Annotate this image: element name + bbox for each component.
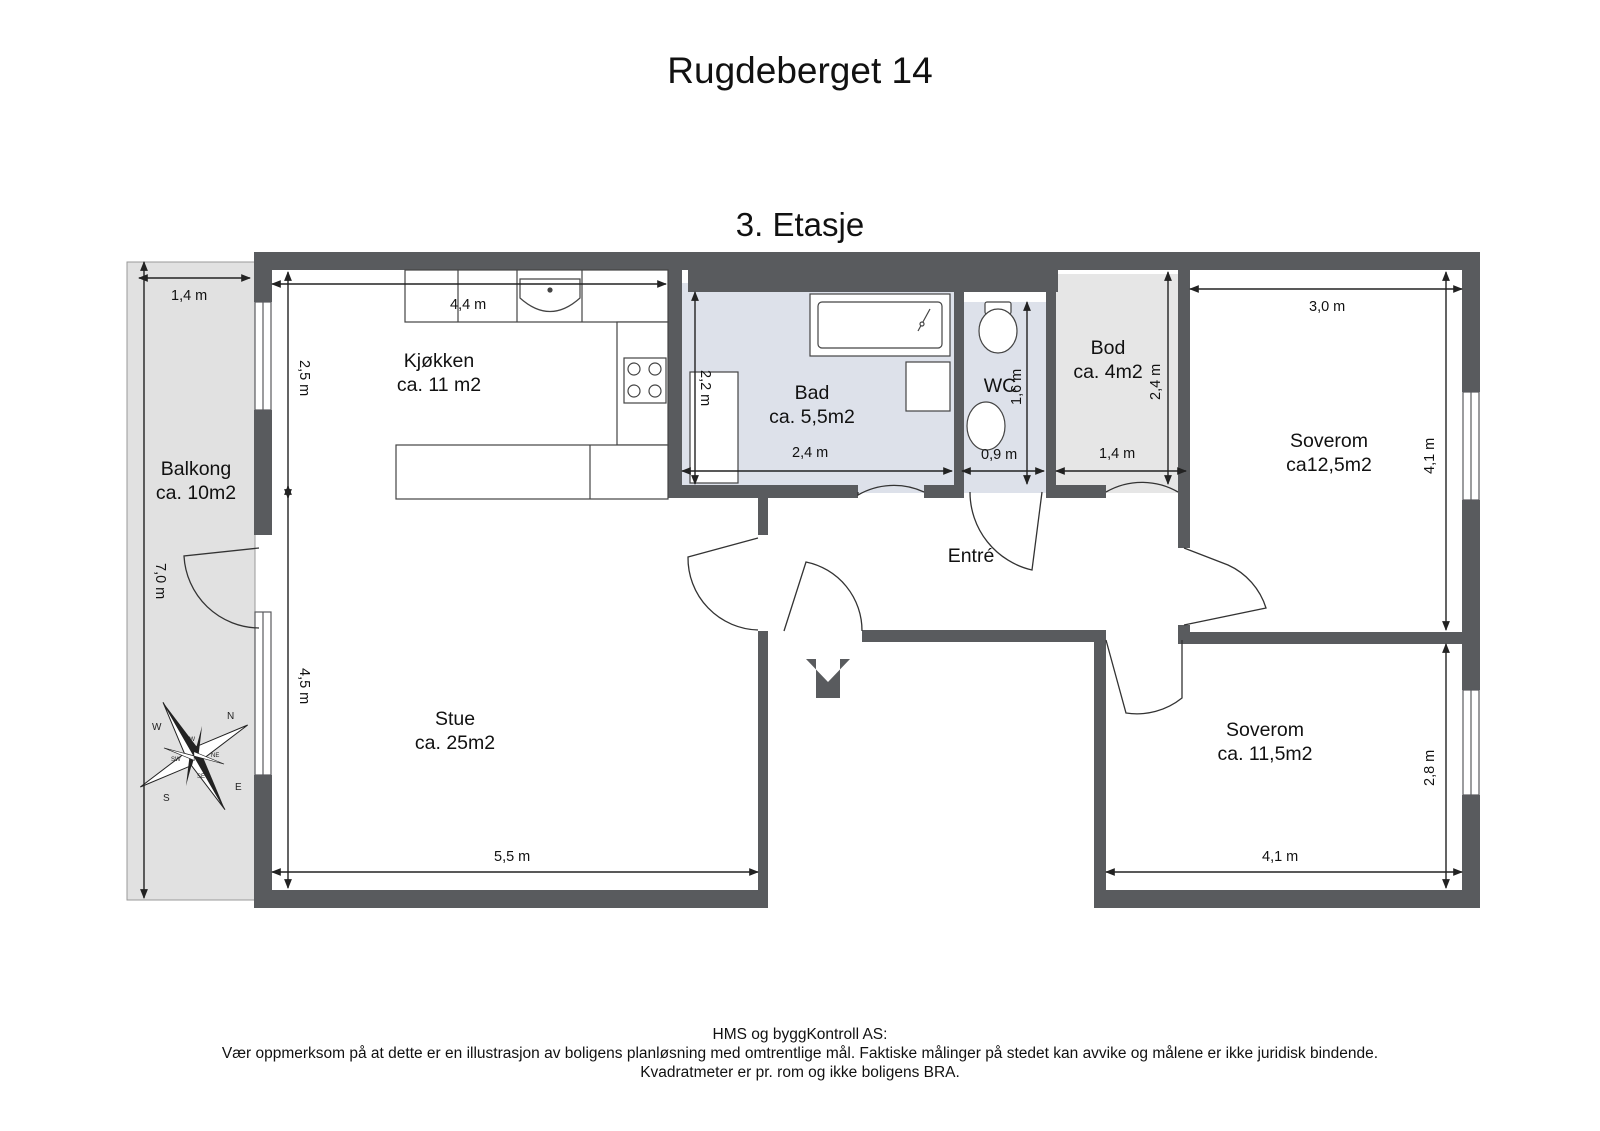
dim-balcony-length: 7,0 m (152, 563, 168, 599)
wc-fixtures (966, 301, 1018, 451)
room-bedroom2-area: ca. 11,5m2 (1217, 743, 1312, 765)
disclaimer-text: Vær oppmerksom på at dette er en illustr… (221, 1045, 1379, 1062)
compass-n: N (227, 711, 234, 722)
disclaimer-note: Kvadratmeter er pr. rom og ikke boligens… (640, 1064, 960, 1081)
compass-icon (140, 702, 248, 810)
room-living-name: Stue (435, 708, 475, 730)
room-bedroom1-name: Soverom (1290, 430, 1368, 452)
doors (183, 481, 1267, 715)
page-title: Rugdeberget 14 (667, 50, 933, 91)
dim-bed1-depth: 4,1 m (1422, 438, 1438, 474)
dim-balcony-width: 1,4 m (171, 288, 207, 304)
dim-wc-depth: 1,6 m (1009, 369, 1025, 405)
dim-storage-depth: 2,4 m (1148, 364, 1164, 400)
room-kitchen-area: ca. 11 m2 (397, 374, 481, 396)
room-storage-area: ca. 4m2 (1073, 361, 1142, 383)
disclaimer-company: HMS og byggKontroll AS: (712, 1026, 888, 1043)
dim-kitchen-width: 4,4 m (450, 297, 486, 313)
dim-bath-depth: 2,2 m (697, 370, 713, 406)
room-living-area: ca. 25m2 (415, 732, 495, 754)
walls (254, 252, 1480, 908)
dim-wc-width: 0,9 m (981, 447, 1017, 463)
dim-bed1-width: 3,0 m (1309, 299, 1345, 315)
entrance-arrow-icon (806, 659, 850, 698)
room-balcony-name: Balkong (161, 458, 231, 480)
dim-bath-width: 2,4 m (792, 445, 828, 461)
dim-bed2-width: 4,1 m (1262, 849, 1298, 865)
room-bedroom1-area: ca12,5m2 (1286, 454, 1372, 476)
dim-storage-width: 1,4 m (1099, 446, 1135, 462)
room-wc-name: WC (984, 375, 1017, 397)
room-bath-area: ca. 5,5m2 (769, 406, 855, 428)
dimension-lines (138, 261, 1463, 899)
room-kitchen-name: Kjøkken (404, 350, 474, 372)
compass-e: E (235, 782, 242, 793)
windows (254, 252, 1480, 796)
compass-nw: NW (185, 737, 195, 743)
storage-floor (1054, 274, 1186, 493)
compass-s: S (163, 793, 170, 804)
floor-label: 3. Etasje (735, 206, 865, 243)
room-storage-name: Bod (1091, 337, 1126, 359)
balcony-floor (126, 261, 256, 901)
compass-sw: SW (171, 757, 181, 763)
dim-kitchen-depth: 2,5 m (296, 360, 312, 396)
compass-w: W (152, 722, 162, 733)
compass-se: SE (197, 774, 205, 780)
dim-living-depth: 4,5 m (296, 668, 312, 704)
room-bath-name: Bad (795, 382, 830, 404)
compass-ne: NE (211, 753, 219, 759)
room-entry-name: Entré (948, 545, 995, 567)
room-balcony-area: ca. 10m2 (156, 482, 236, 504)
dim-living-width: 5,5 m (494, 849, 530, 865)
dim-bed2-depth: 2,8 m (1422, 750, 1438, 786)
room-bedroom2-name: Soverom (1226, 719, 1304, 741)
disclaimer: HMS og byggKontroll AS: Vær oppmerksom p… (0, 1025, 1600, 1082)
